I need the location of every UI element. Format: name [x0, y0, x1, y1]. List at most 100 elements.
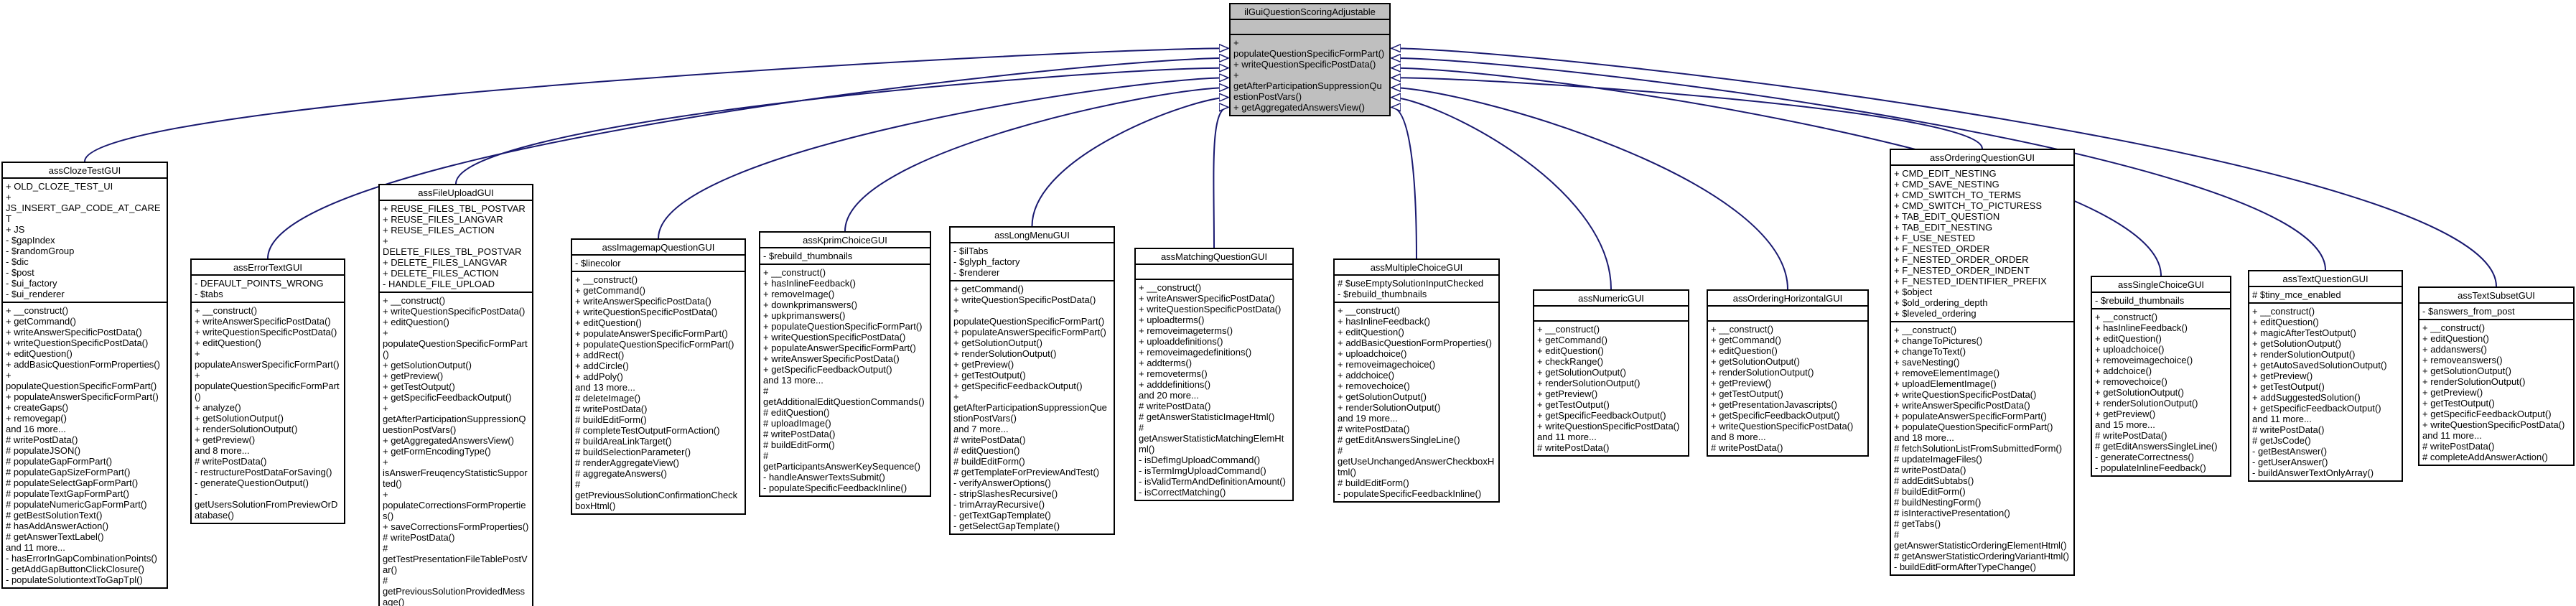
method-line: # populateSelectGapFormPart(): [6, 477, 139, 488]
method-line: # populateGapSizeFormPart(): [6, 467, 131, 477]
method-line: + getPreview(): [2252, 370, 2313, 381]
method-line: # writePostData(): [383, 532, 455, 543]
method-line: + __construct(): [1711, 324, 1774, 335]
method-line: + removeimagechoice(): [2095, 355, 2193, 365]
class-name: assOrderingQuestionGUI: [1930, 152, 2035, 163]
class-node-assSingleChoiceGUI[interactable]: assSingleChoiceGUI- $rebuild_thumbnails+…: [2091, 276, 2231, 477]
method-line: # getAnswerStatisticOrderingVariantHtml(…: [1894, 551, 2069, 561]
method-line: + removeterms(): [1139, 368, 1208, 379]
attribute-line: - $post: [6, 267, 34, 278]
attribute-line: - $glyph_factory: [953, 256, 1020, 267]
method-line: # writePostData(): [1338, 424, 1410, 434]
attribute-line: # $tiny_mce_enabled: [2252, 289, 2341, 300]
method-line: and 20 more...: [1139, 390, 1199, 401]
attribute-line: - HANDLE_FILE_UPLOAD: [383, 279, 495, 289]
attribute-line: - $ui_renderer: [6, 289, 65, 299]
method-line: - generateCorrectness(): [2095, 452, 2194, 462]
method-line: # buildEditForm(): [763, 439, 835, 450]
class-node-assFileUploadGUI[interactable]: assFileUploadGUI+ REUSE_FILES_TBL_POSTVA…: [378, 184, 533, 606]
class-node-assErrorTextGUI[interactable]: assErrorTextGUI- DEFAULT_POINTS_WRONG- $…: [190, 258, 345, 524]
method-line: + getSpecificFeedbackOutput(): [953, 381, 1083, 391]
attribute-line: + $leveled_ordering: [1894, 308, 1977, 319]
method-line: + renderSolutionOutput(): [953, 348, 1057, 359]
attribute-line: - $answers_from_post: [2422, 306, 2515, 317]
attribute-line: + $object: [1894, 286, 1933, 297]
method-line: # updateImageFiles(): [1894, 454, 1982, 465]
attributes-section: - $ilTabs- $glyph_factory- $renderer: [951, 242, 1114, 280]
method-line: # populateNumericGapFormPart(): [6, 499, 147, 510]
attribute-line: + CMD_SWITCH_TO_TERMS: [1894, 190, 2022, 200]
inheritance-edge: [267, 58, 1228, 259]
class-node-assClozeTestGUI[interactable]: assClozeTestGUI+ OLD_CLOZE_TEST_UI+ JS_I…: [1, 162, 168, 589]
method-line: # writePostData(): [1139, 401, 1211, 411]
method-line: + addCircle(): [575, 360, 629, 371]
class-node-assNumericGUI[interactable]: assNumericGUI+ __construct()+ getCommand…: [1533, 289, 1689, 457]
class-name: assNumericGUI: [1578, 293, 1644, 304]
method-line: + populateAnswerSpecificFormPart(): [953, 327, 1106, 337]
class-node-assTextSubsetGUI[interactable]: assTextSubsetGUI- $answers_from_post+ __…: [2418, 286, 2575, 466]
class-node-assMultipleChoiceGUI[interactable]: assMultipleChoiceGUI# $useEmptySolutionI…: [1333, 258, 1500, 503]
class-name: assClozeTestGUI: [48, 165, 121, 176]
inheritance-edge: [84, 48, 1228, 162]
method-line: + addSuggestedSolution(): [2252, 392, 2361, 403]
method-line: + writeQuestionSpecificPostData(): [2422, 419, 2565, 430]
method-line: + populateQuestionSpecificFormPart(): [195, 370, 340, 402]
method-line: + getSpecificFeedbackOutput(): [1711, 410, 1840, 421]
class-node-assKprimChoiceGUI[interactable]: assKprimChoiceGUI- $rebuild_thumbnails+ …: [759, 231, 931, 497]
methods-section: + __construct()+ getCommand()+ editQuest…: [1708, 320, 1867, 455]
class-name: assMultipleChoiceGUI: [1370, 262, 1463, 273]
method-line: - generateQuestionOutput(): [195, 477, 309, 488]
class-node-ilGuiQuestionScoringAdjustable[interactable]: ilGuiQuestionScoringAdjustable+ populate…: [1229, 3, 1391, 116]
class-node-assOrderingQuestionGUI[interactable]: assOrderingQuestionGUI+ CMD_EDIT_NESTING…: [1890, 149, 2075, 576]
method-line: + populateQuestionSpecificFormPart(): [575, 339, 734, 350]
method-line: + __construct(): [2252, 306, 2315, 317]
method-line: + writeQuestionSpecificPostData(): [1139, 304, 1282, 314]
inheritance-edge: [844, 88, 1228, 232]
method-line: # buildEditForm(): [1894, 486, 1966, 497]
method-line: + editQuestion(): [1537, 345, 1604, 356]
method-line: + getPreview(): [953, 359, 1014, 370]
method-line: + editQuestion(): [2095, 333, 2162, 344]
method-line: + hasInlineFeedback(): [1338, 316, 1430, 327]
method-line: + getSpecificFeedbackOutput(): [2252, 403, 2381, 414]
method-line: + getSolutionOutput(): [1711, 356, 1800, 367]
class-node-assOrderingHorizontalGUI[interactable]: assOrderingHorizontalGUI+ __construct()+…: [1707, 289, 1869, 457]
method-line: + getPreview(): [195, 434, 256, 445]
method-line: + getTestOutput(): [383, 381, 455, 392]
method-line: + getSolutionOutput(): [1338, 391, 1427, 402]
method-line: # completeAddAnswerAction(): [2422, 452, 2548, 462]
attributes-section: [1708, 305, 1867, 320]
method-line: + hasInlineFeedback(): [2095, 322, 2188, 333]
method-line: - hasErrorInGapCombinationPoints(): [6, 553, 157, 564]
method-line: + removeimagedefinitions(): [1139, 347, 1252, 358]
method-line: - populateInlineFeedback(): [2095, 462, 2206, 473]
method-line: + writeQuestionSpecificPostData(): [1233, 59, 1376, 70]
attribute-line: - $dic: [6, 256, 29, 267]
class-name: assErrorTextGUI: [233, 262, 303, 273]
method-line: + uploadchoice(): [2095, 344, 2165, 355]
method-line: + getPreview(): [1711, 378, 1772, 388]
attribute-line: - $renderer: [953, 267, 1000, 278]
attributes-section: - DEFAULT_POINTS_WRONG- $tabs: [192, 274, 344, 302]
methods-section: + __construct()+ changeToPictures()+ cha…: [1891, 321, 2073, 574]
method-line: + editQuestion(): [1338, 327, 1404, 337]
attribute-line: + REUSE_FILES_LANGVAR: [383, 214, 503, 225]
class-node-assImagemapQuestionGUI[interactable]: assImagemapQuestionGUI- $linecolor+ __co…: [571, 238, 746, 515]
method-line: + getAfterParticipationSuppressionQuesti…: [1233, 70, 1382, 102]
method-line: and 11 more...: [1537, 432, 1597, 442]
attribute-line: - $rebuild_thumbnails: [1338, 289, 1427, 299]
method-line: # getTemplateForPreviewAndTest(): [953, 467, 1100, 477]
method-line: # getTabs(): [1894, 518, 1941, 529]
method-line: # getAnswerTextLabel(): [6, 531, 104, 542]
method-line: + upkprimanswers(): [763, 310, 846, 321]
class-node-assTextQuestionGUI[interactable]: assTextQuestionGUI# $tiny_mce_enabled+ _…: [2248, 270, 2403, 482]
attribute-line: + JS_INSERT_GAP_CODE_AT_CARET: [6, 192, 161, 224]
inheritance-edge: [1391, 107, 1417, 259]
method-line: and 13 more...: [575, 382, 635, 393]
class-node-assLongMenuGUI[interactable]: assLongMenuGUI- $ilTabs- $glyph_factory-…: [949, 226, 1115, 535]
method-line: + removechoice(): [1338, 381, 1410, 391]
attribute-line: - $rebuild_thumbnails: [2095, 295, 2185, 306]
class-node-assMatchingQuestionGUI[interactable]: assMatchingQuestionGUI+ __construct()+ w…: [1134, 248, 1294, 501]
method-line: - isCorrectMatching(): [1139, 487, 1226, 498]
